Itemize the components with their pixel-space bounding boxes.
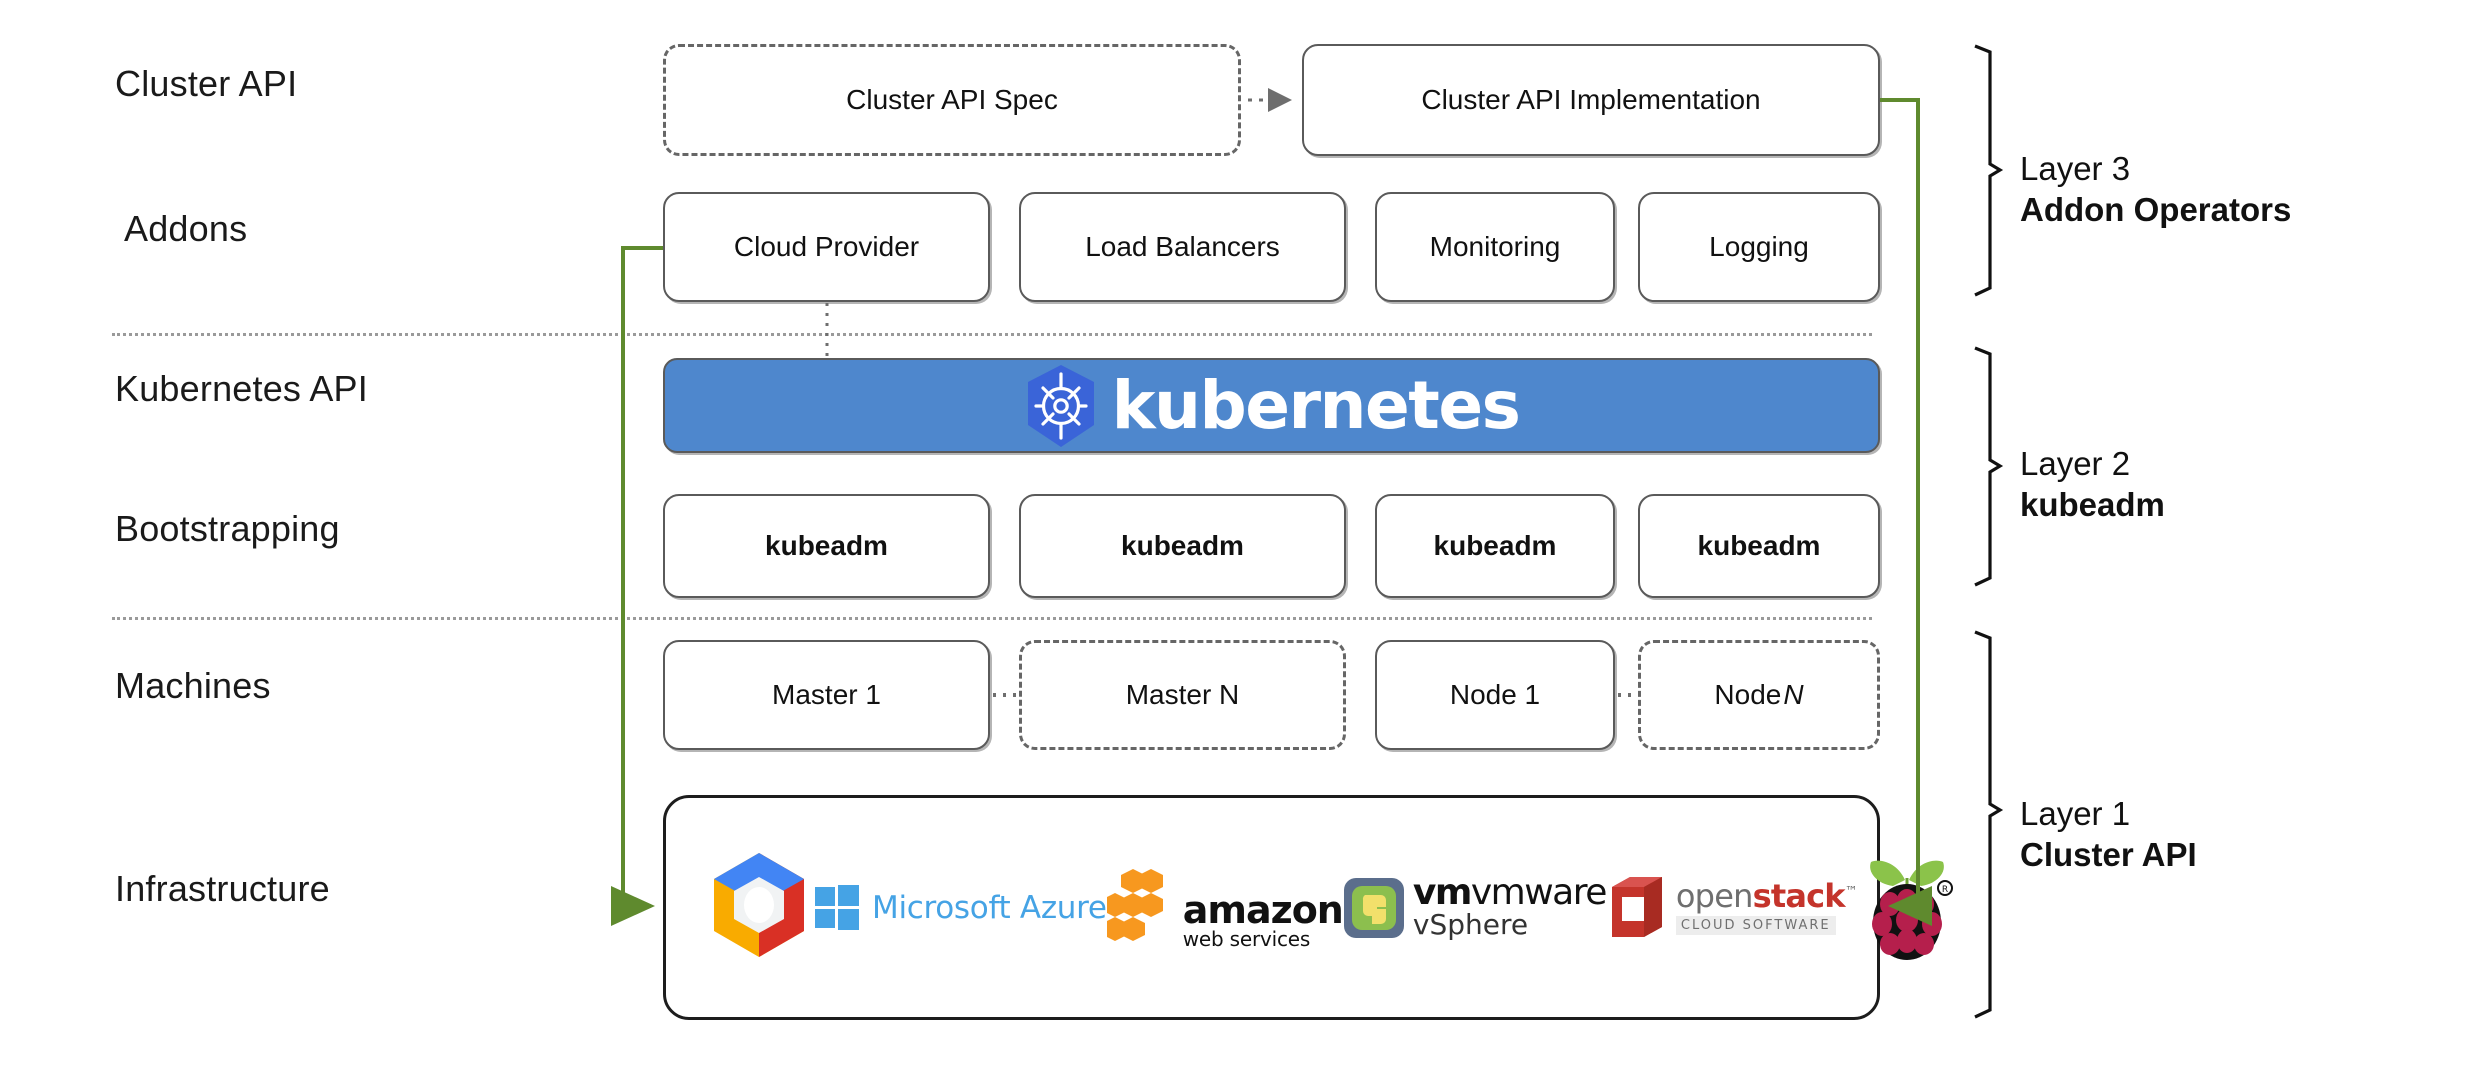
layer-label-1: Layer 1 Cluster API [2020,793,2197,876]
provider-aws[interactable]: amazon web services [1106,867,1344,951]
row-label-bootstrapping: Bootstrapping [115,508,340,549]
windows-logo-icon [814,884,860,931]
node-node-n-italic-suffix: N [1783,679,1804,710]
node-kubeadm-1[interactable]: kubeadm [663,494,990,598]
layer-1-name: Cluster API [2020,836,2197,874]
vmware-wordmark: vmvmware [1412,872,1608,914]
brace-layer-2 [1974,346,2004,587]
provider-raspberry-pi[interactable]: R [1857,852,1957,964]
layer-label-3: Layer 3 Addon Operators [2020,148,2291,231]
gcp-hexagon-icon [704,849,814,966]
vsphere-subtext: vSphere [1412,907,1529,941]
openstack-open-text: open [1675,877,1753,915]
aws-subtext: web services [1182,926,1311,951]
node-node-n[interactable]: Node N [1638,640,1880,750]
openstack-cube-icon [1606,873,1668,943]
infrastructure-panel: Microsoft Azure amazon [663,795,1953,1020]
vmware-wordmark-text: vmware [1470,872,1608,914]
node-cloud-provider[interactable]: Cloud Provider [663,192,990,302]
vmware-vsphere-icon [1343,877,1405,939]
layer-label-2: Layer 2 kubeadm [2020,443,2165,526]
row-label-cluster-api: Cluster API [115,63,298,104]
row-label-kubernetes-api: Kubernetes API [115,368,368,409]
node-kubeadm-2[interactable]: kubeadm [1019,494,1346,598]
aws-wordmark: amazon [1182,888,1344,933]
divider-layer3-layer2 [112,333,1872,336]
node-node-1[interactable]: Node 1 [1375,640,1615,750]
raspberry-pi-icon: R [1857,852,1957,964]
node-node-n-label: Node [1714,679,1782,710]
row-label-machines: Machines [115,665,271,706]
row-label-infrastructure: Infrastructure [115,868,330,909]
node-master-1[interactable]: Master 1 [663,640,990,750]
node-load-balancers[interactable]: Load Balancers [1019,192,1346,302]
layer-2-number: Layer 2 [2020,445,2131,482]
provider-gcp[interactable] [704,849,814,966]
provider-vmware-vsphere[interactable]: vmvmware vSphere [1343,872,1608,941]
aws-cubes-icon [1106,867,1179,949]
brace-layer-1 [1974,630,2004,1019]
kubernetes-helm-wheel-icon [1024,363,1098,449]
green-arrow-cloud-provider-to-infrastructure [611,246,663,926]
divider-layer2-layer1 [112,617,1872,620]
provider-azure[interactable]: Microsoft Azure [814,884,1107,931]
node-logging[interactable]: Logging [1638,192,1880,302]
node-kubeadm-4[interactable]: kubeadm [1638,494,1880,598]
openstack-stack-text: stack [1752,877,1846,915]
kubernetes-wordmark: kubernetes [1111,366,1521,444]
openstack-tm-mark: ™ [1844,884,1858,900]
kubernetes-banner: kubernetes [663,358,1880,453]
green-arrow-implementation-to-infrastructure [1880,98,1932,926]
node-cluster-api-spec[interactable]: Cluster API Spec [663,44,1241,156]
svg-text:R: R [1942,885,1948,895]
layer-3-name: Addon Operators [2020,191,2292,229]
node-monitoring[interactable]: Monitoring [1375,192,1615,302]
layer-1-number: Layer 1 [2020,795,2131,832]
brace-layer-3 [1974,44,2004,297]
layer-2-name: kubeadm [2020,486,2165,524]
openstack-subtext: CLOUD SOFTWARE [1675,916,1836,935]
provider-openstack[interactable]: openstack™ CLOUD SOFTWARE [1606,873,1858,943]
layer-3-number: Layer 3 [2020,150,2131,187]
openstack-wordmark: openstack™ [1675,877,1858,915]
node-cluster-api-implementation[interactable]: Cluster API Implementation [1302,44,1880,156]
node-master-n[interactable]: Master N [1019,640,1346,750]
row-label-addons: Addons [124,208,248,249]
azure-wordmark: Microsoft Azure [872,889,1107,926]
node-kubeadm-3[interactable]: kubeadm [1375,494,1615,598]
